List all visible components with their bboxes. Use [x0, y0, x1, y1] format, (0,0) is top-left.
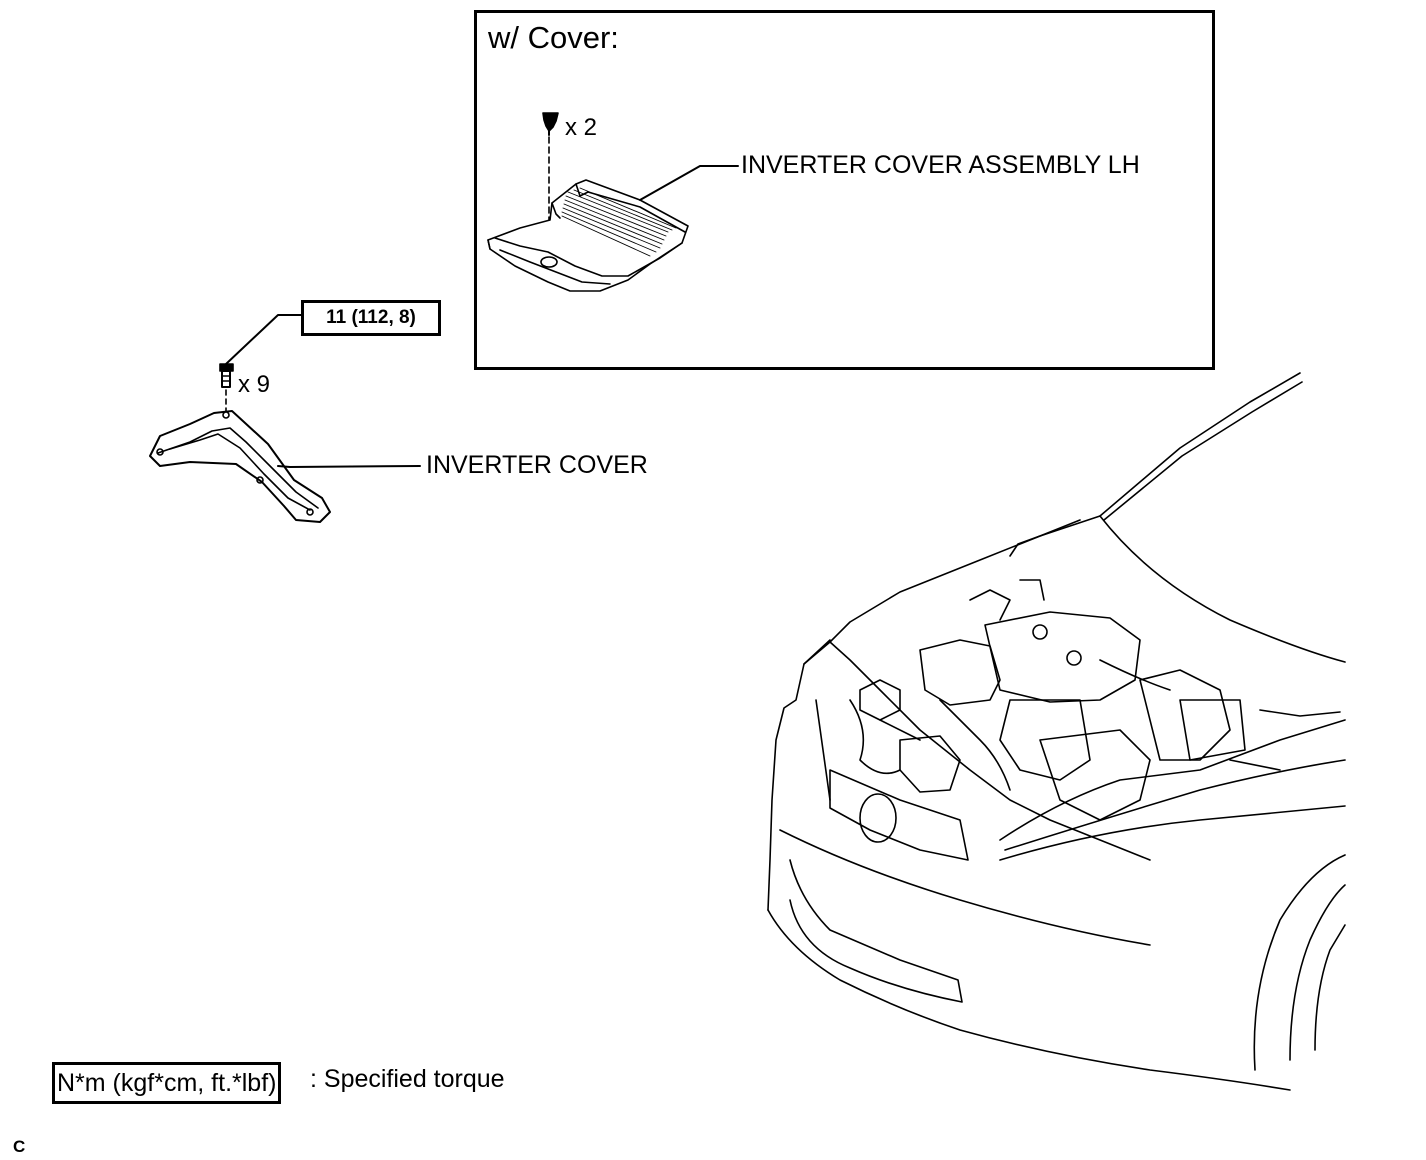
inverter-cover-assembly-lh-label: INVERTER COVER ASSEMBLY LH — [741, 151, 1140, 179]
cover-variant-inset — [474, 10, 1215, 370]
clip-count-label: x 2 — [565, 114, 598, 141]
torque-leader-line — [225, 314, 302, 365]
bolt-count-label: x 9 — [238, 371, 271, 398]
torque-spec-box: 11 (112, 8) — [301, 300, 441, 336]
clip-icon — [542, 112, 559, 136]
inverter-cover-assembly-lh-illustration — [487, 165, 739, 292]
inverter-cover-label: INVERTER COVER — [426, 451, 648, 479]
torque-spec-value: 11 (112, 8) — [326, 307, 416, 328]
legend-description: : Specified torque — [310, 1065, 505, 1093]
legend-unit-text: N*m (kgf*cm, ft.*lbf) — [57, 1068, 277, 1097]
vehicle-illustration — [767, 372, 1346, 1091]
legend-unit-box: N*m (kgf*cm, ft.*lbf) — [52, 1062, 282, 1104]
corner-code: C — [13, 1137, 26, 1156]
bolt-icon — [219, 363, 234, 388]
inverter-cover-illustration — [149, 410, 421, 523]
inset-title: w/ Cover: — [488, 20, 619, 55]
